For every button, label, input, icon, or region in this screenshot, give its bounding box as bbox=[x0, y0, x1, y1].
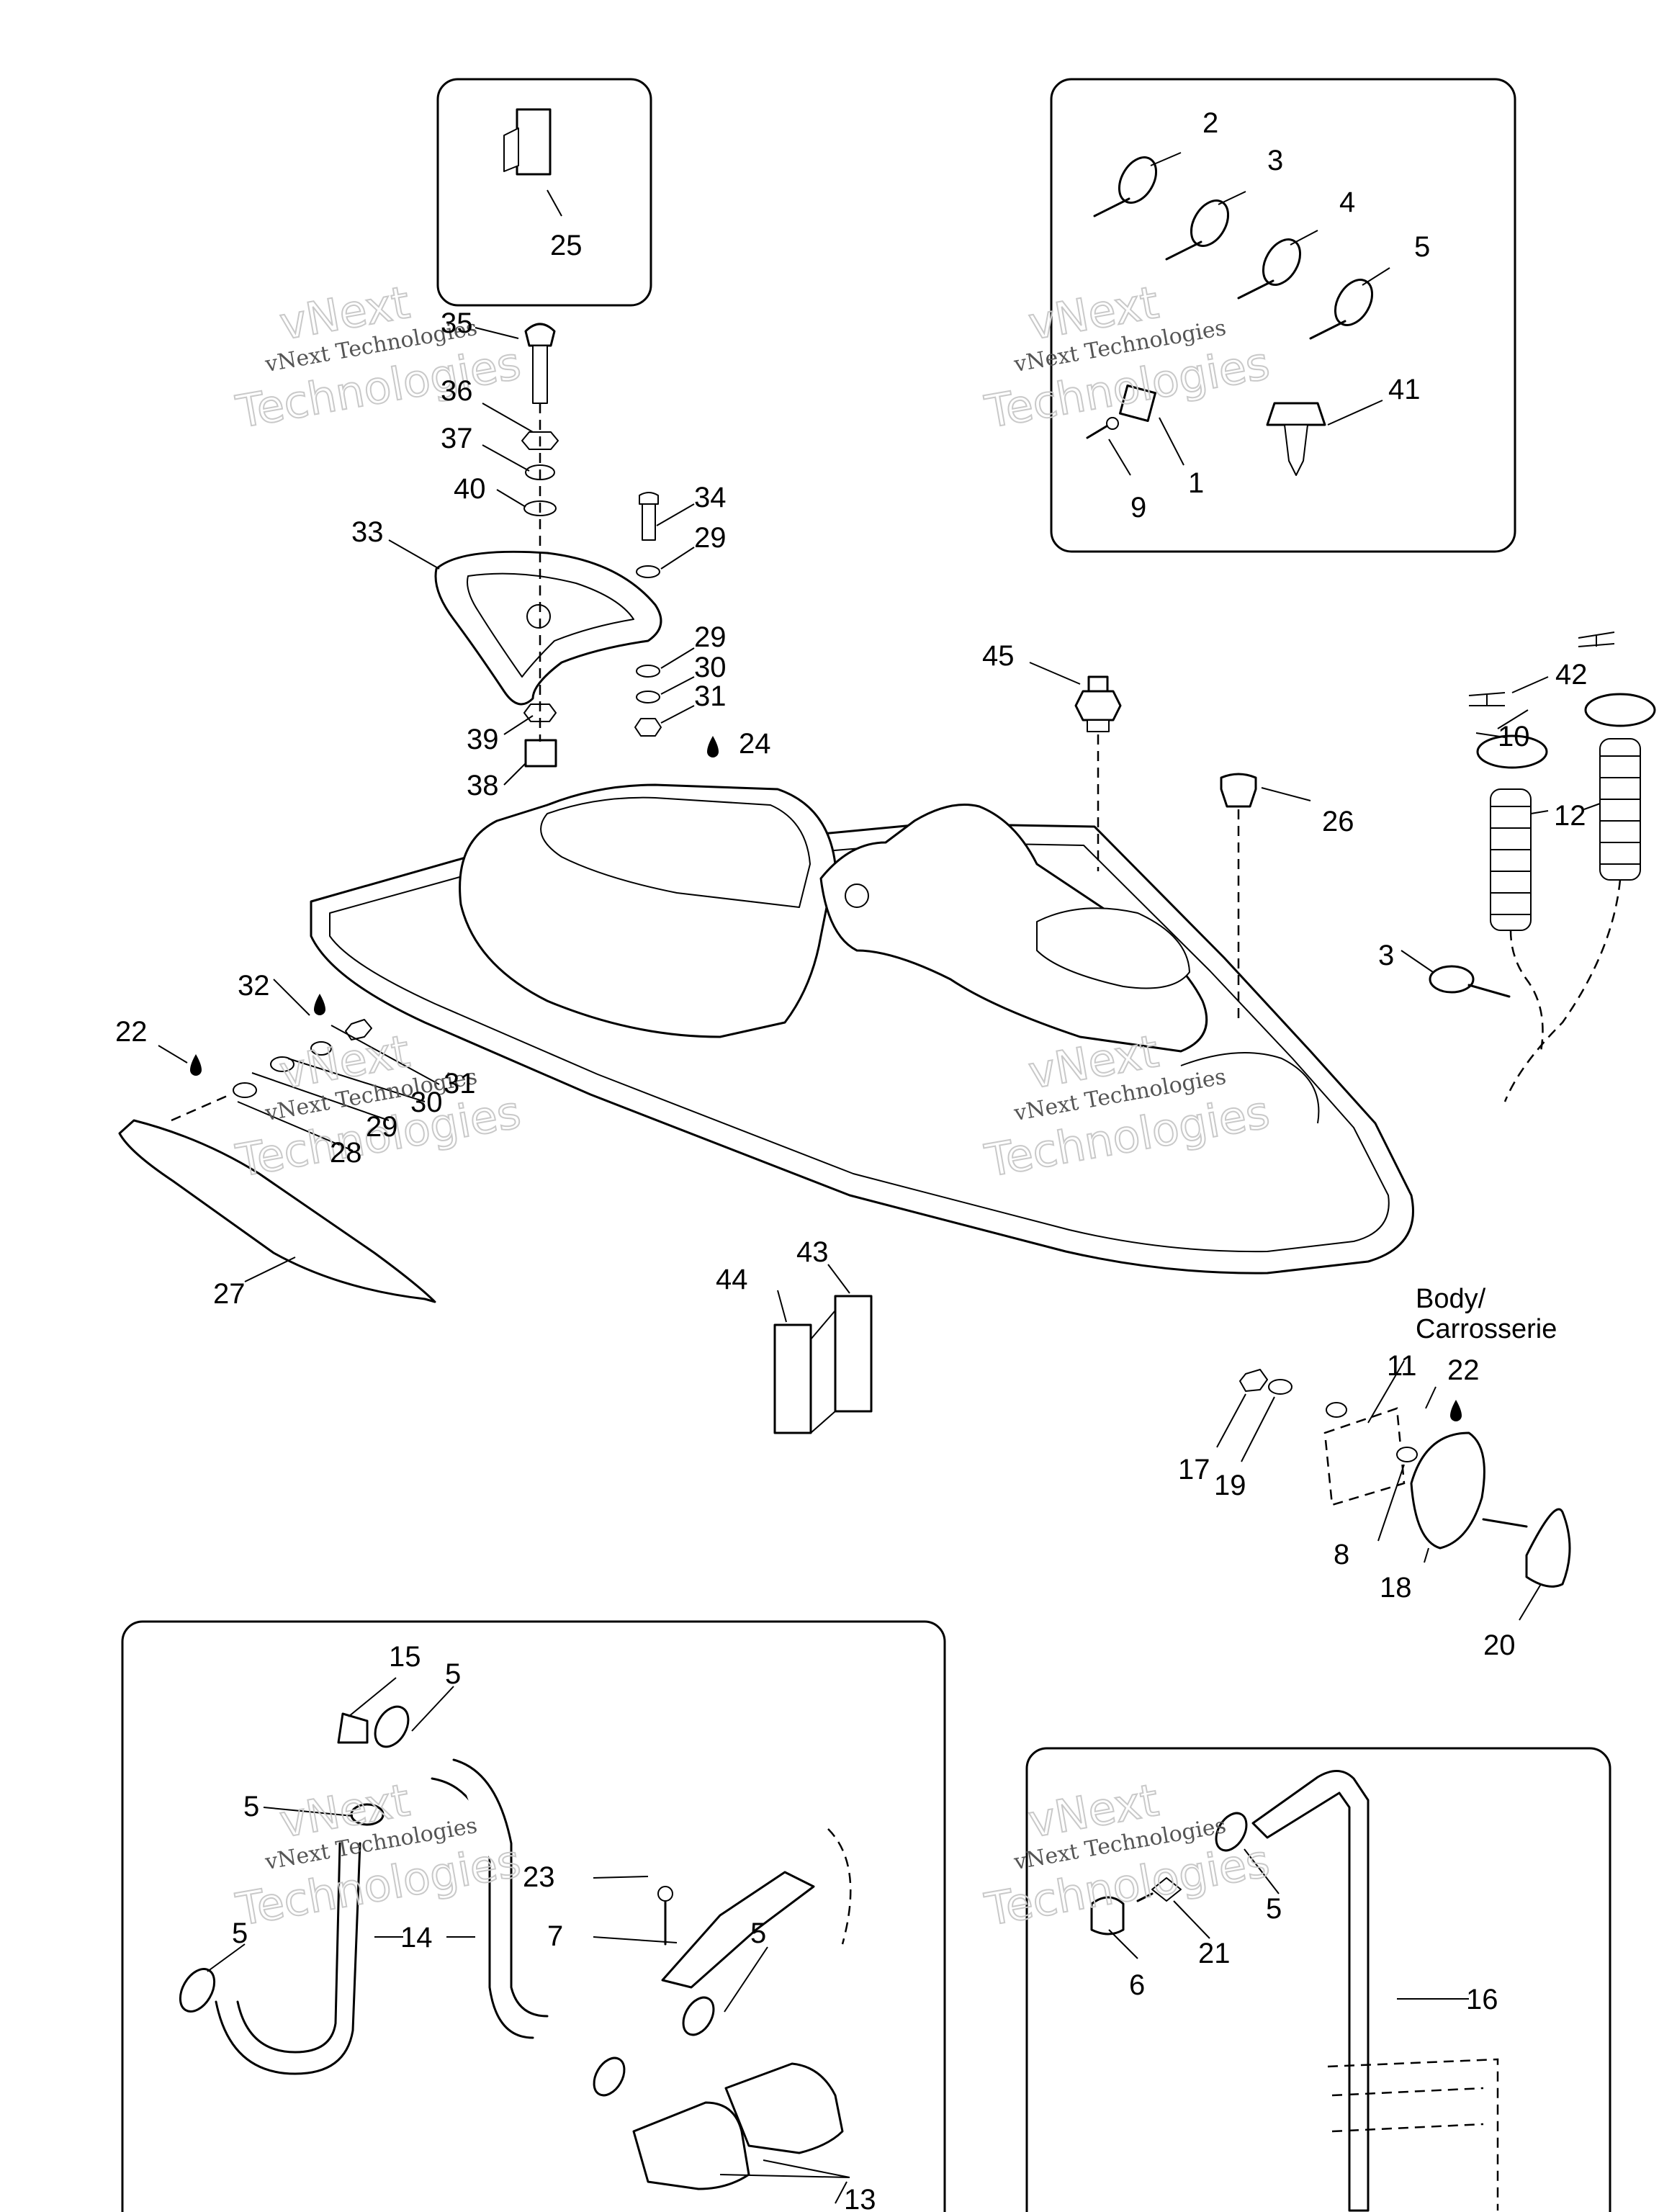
callout-34: 34 bbox=[694, 482, 727, 513]
callout-5d: 5 bbox=[232, 1917, 248, 1949]
battery-vent-parts bbox=[1090, 1770, 1499, 2212]
inset-frame-fuel-vent bbox=[121, 1620, 946, 2212]
callout-26: 26 bbox=[1322, 806, 1354, 837]
callout-12: 12 bbox=[1554, 800, 1586, 832]
lubricant-drop-icon bbox=[314, 994, 325, 1015]
connector-blocks bbox=[773, 1295, 873, 1434]
callout-5e: 5 bbox=[750, 1917, 766, 1949]
leader-lines bbox=[158, 152, 1601, 2204]
callout-42: 42 bbox=[1555, 659, 1588, 691]
inset-frame-battery-vent bbox=[1025, 1747, 1611, 2212]
callout-45: 45 bbox=[982, 640, 1015, 672]
callout-numbers: 25 35 36 37 40 33 34 29 29 30 31 24 39 3… bbox=[115, 107, 1588, 2212]
body-note-line2: Carrosserie bbox=[1416, 1314, 1557, 1344]
callout-9: 9 bbox=[1130, 492, 1146, 523]
callout-30b: 30 bbox=[410, 1087, 443, 1118]
body-note-line1: Body/ bbox=[1416, 1284, 1486, 1314]
handle-fasteners bbox=[521, 323, 662, 768]
callout-25: 25 bbox=[550, 230, 583, 261]
callout-14: 14 bbox=[400, 1922, 433, 1954]
lubricant-drop-icons bbox=[190, 736, 1462, 1421]
callout-43: 43 bbox=[796, 1236, 829, 1268]
callout-15: 15 bbox=[389, 1641, 421, 1673]
callout-5b: 5 bbox=[445, 1658, 461, 1690]
callout-30a: 30 bbox=[694, 652, 727, 683]
callout-44: 44 bbox=[716, 1264, 748, 1295]
callout-38: 38 bbox=[467, 770, 499, 801]
callout-29a: 29 bbox=[694, 522, 727, 554]
callout-5c: 5 bbox=[243, 1791, 259, 1822]
callout-20: 20 bbox=[1483, 1629, 1516, 1661]
grab-handle bbox=[434, 550, 662, 706]
callout-29c: 29 bbox=[366, 1111, 398, 1143]
watermarks: vNext vNext Technologies Technologies vN… bbox=[231, 275, 1274, 1937]
callout-22b: 22 bbox=[1447, 1354, 1480, 1386]
callout-32: 32 bbox=[238, 970, 270, 1002]
hull-clip bbox=[503, 108, 562, 217]
callout-19: 19 bbox=[1214, 1470, 1246, 1501]
callout-5f: 5 bbox=[1266, 1893, 1282, 1925]
callout-18: 18 bbox=[1380, 1572, 1412, 1604]
callout-37: 37 bbox=[441, 423, 473, 454]
callout-5a: 5 bbox=[1414, 231, 1430, 263]
inset-frame-ties bbox=[1050, 78, 1516, 553]
lubricant-drop-icon bbox=[707, 736, 719, 757]
callout-3: 3 bbox=[1267, 145, 1283, 176]
tie-wraps bbox=[1086, 156, 1374, 476]
callout-3b: 3 bbox=[1378, 940, 1394, 971]
callout-23: 23 bbox=[523, 1861, 555, 1893]
vent-caps bbox=[1429, 631, 1656, 1102]
callout-27: 27 bbox=[213, 1278, 246, 1310]
callout-28: 28 bbox=[330, 1137, 362, 1169]
callout-31a: 31 bbox=[694, 680, 727, 712]
inset-frame-clip bbox=[436, 78, 652, 307]
callout-4: 4 bbox=[1339, 186, 1355, 218]
callout-31b: 31 bbox=[444, 1068, 476, 1100]
callout-2: 2 bbox=[1202, 107, 1218, 139]
callout-36: 36 bbox=[441, 375, 473, 407]
callout-10: 10 bbox=[1498, 721, 1530, 752]
callout-16: 16 bbox=[1466, 1984, 1498, 2015]
trim-strip bbox=[118, 1019, 436, 1303]
mirror-assembly bbox=[1239, 1369, 1571, 1588]
callout-13: 13 bbox=[844, 2184, 876, 2212]
callout-35: 35 bbox=[441, 307, 473, 339]
fuel-vent-parts bbox=[179, 1705, 852, 2190]
callout-24: 24 bbox=[739, 728, 771, 760]
lubricant-drop-icon bbox=[190, 1054, 202, 1076]
callout-39: 39 bbox=[467, 724, 499, 755]
callout-21: 21 bbox=[1198, 1938, 1231, 1969]
callout-41: 41 bbox=[1388, 374, 1421, 405]
callout-22a: 22 bbox=[115, 1016, 148, 1048]
lubricant-drop-icon bbox=[1450, 1400, 1462, 1421]
callout-6: 6 bbox=[1129, 1969, 1145, 2001]
callout-29b: 29 bbox=[694, 621, 727, 653]
callout-11: 11 bbox=[1387, 1350, 1417, 1382]
callout-40: 40 bbox=[454, 473, 486, 505]
callout-8: 8 bbox=[1334, 1539, 1349, 1570]
callout-1: 1 bbox=[1188, 467, 1204, 499]
hull-body bbox=[310, 783, 1414, 1274]
drain-fittings bbox=[1074, 675, 1257, 1022]
callout-17: 17 bbox=[1178, 1454, 1210, 1485]
callout-7: 7 bbox=[547, 1920, 563, 1952]
callout-33: 33 bbox=[351, 516, 384, 548]
